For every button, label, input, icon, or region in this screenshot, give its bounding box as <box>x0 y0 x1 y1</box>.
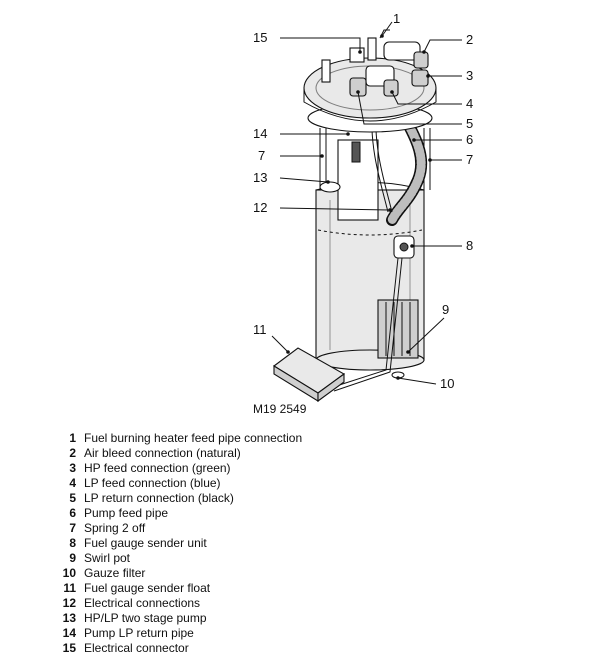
legend-number: 14 <box>62 626 76 640</box>
fuel-pump-assembly-diagram: 1 2 3 4 5 6 7 7 8 9 10 11 12 13 14 15 M1… <box>253 11 473 416</box>
legend-item: 2 Air bleed connection (natural) <box>62 446 302 461</box>
legend-number: 9 <box>69 551 76 565</box>
sender-float <box>273 347 346 403</box>
callout-12: 12 <box>253 200 267 215</box>
legend-text: LP return connection (black) <box>84 491 234 505</box>
legend-item: 9 Swirl pot <box>62 551 302 566</box>
figure-id: M19 2549 <box>253 402 307 416</box>
legend-text: Electrical connector <box>84 641 189 655</box>
legend-list: 1 Fuel burning heater feed pipe connectio… <box>62 431 303 656</box>
legend-text: Fuel gauge sender unit <box>84 536 207 550</box>
legend-text: Spring 2 off <box>84 521 146 535</box>
legend-number: 11 <box>63 581 76 595</box>
swirl-pot <box>377 299 419 359</box>
legend-item: 5 LP return connection (black) <box>62 491 302 506</box>
legend-number: 8 <box>69 536 76 550</box>
callout-3: 3 <box>466 68 473 83</box>
legend-number: 12 <box>62 596 76 610</box>
legend-item: 12 Electrical connections <box>62 596 302 611</box>
legend-text: Air bleed connection (natural) <box>84 446 241 460</box>
legend-number: 7 <box>69 521 76 535</box>
legend-number: 15 <box>62 641 76 655</box>
callout-1: 1 <box>393 11 400 26</box>
legend-text: LP feed connection (blue) <box>84 476 221 490</box>
callout-15: 15 <box>253 30 267 45</box>
legend-item: 1 Fuel burning heater feed pipe connectio… <box>62 431 302 446</box>
legend-text: Pump LP return pipe <box>84 626 194 640</box>
legend-number: 13 <box>62 611 76 625</box>
legend-item: 7 Spring 2 off <box>62 521 302 536</box>
callout-7-right: 7 <box>466 152 473 167</box>
legend-number: 5 <box>69 491 76 505</box>
legend-text: Fuel burning heater feed pipe connection <box>84 431 303 445</box>
top-flange <box>303 57 437 133</box>
callout-11: 11 <box>253 322 267 337</box>
legend-number: 4 <box>69 476 76 490</box>
legend-item: 13 HP/LP two stage pump <box>62 611 302 626</box>
legend-text: HP feed connection (green) <box>84 461 231 475</box>
callout-10: 10 <box>440 376 454 391</box>
legend-item: 6 Pump feed pipe <box>62 506 302 521</box>
callout-9: 9 <box>442 302 449 317</box>
callout-8: 8 <box>466 238 473 253</box>
legend-number: 1 <box>69 431 76 445</box>
legend-item: 11 Fuel gauge sender float <box>62 581 302 596</box>
callout-6: 6 <box>466 132 473 147</box>
legend-text: Fuel gauge sender float <box>84 581 211 595</box>
legend-text: Gauze filter <box>84 566 146 580</box>
legend-item: 4 LP feed connection (blue) <box>62 476 302 491</box>
legend-item: 3 HP feed connection (green) <box>62 461 302 476</box>
callout-leaders <box>271 21 462 385</box>
callout-14: 14 <box>253 126 267 141</box>
callout-2: 2 <box>466 32 473 47</box>
legend-text: HP/LP two stage pump <box>84 611 207 625</box>
legend-text: Electrical connections <box>84 596 201 610</box>
callout-5: 5 <box>466 116 473 131</box>
legend-item: 14 Pump LP return pipe <box>62 626 302 641</box>
legend-number: 2 <box>69 446 76 460</box>
legend-item: 8 Fuel gauge sender unit <box>62 536 302 551</box>
fuel-gauge-sender <box>329 235 415 392</box>
legend-number: 6 <box>69 506 76 520</box>
legend-item: 15 Electrical connector <box>62 641 302 656</box>
legend-number: 10 <box>62 566 76 580</box>
legend-text: Pump feed pipe <box>84 506 169 520</box>
legend-text: Swirl pot <box>84 551 131 565</box>
two-stage-pump <box>319 139 379 221</box>
callout-13: 13 <box>253 170 267 185</box>
top-connectors <box>321 29 429 97</box>
legend-number: 3 <box>69 461 76 475</box>
callout-7-left: 7 <box>258 148 265 163</box>
callout-4: 4 <box>466 96 473 111</box>
legend-item: 10 Gauze filter <box>62 566 302 581</box>
